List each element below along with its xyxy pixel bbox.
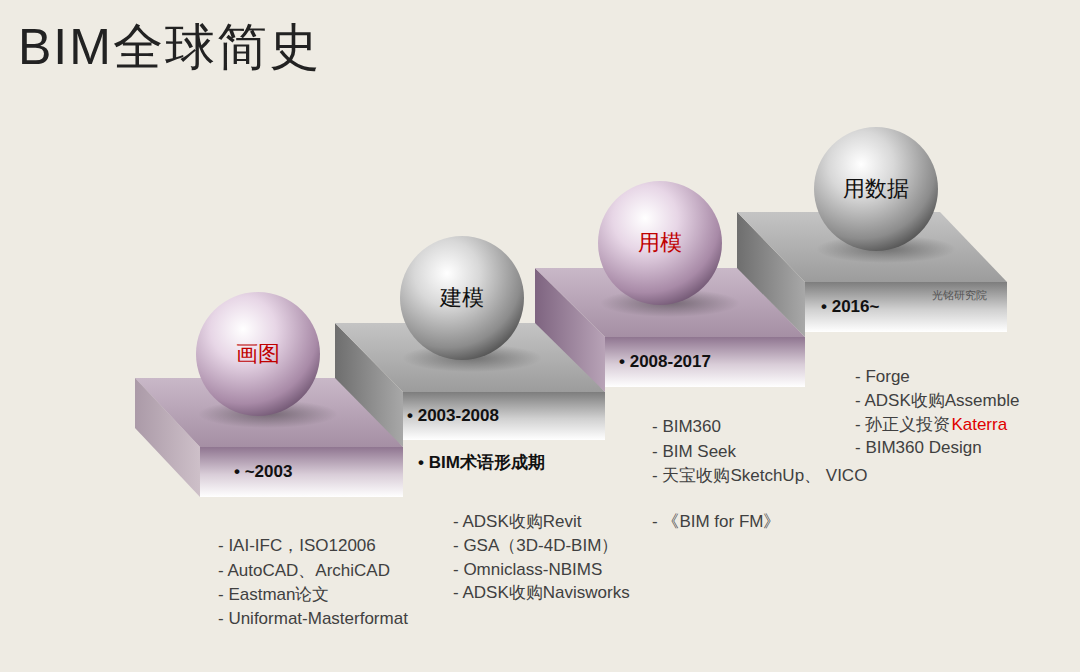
stage-name: 建模 — [440, 283, 484, 313]
event-item: - Forge — [855, 366, 910, 388]
event-item: - 《BIM for FM》 — [652, 511, 780, 533]
step-front: • 2008-2017 — [605, 337, 805, 387]
event-item: - ADSK收购Assemble — [855, 390, 1019, 412]
stage-name: 用模 — [638, 228, 682, 258]
event-item: - Omniclass-NBIMS — [453, 559, 602, 581]
event-item: - AutoCAD、ArchiCAD — [218, 560, 390, 582]
event-item: - BIM Seek — [652, 441, 736, 463]
step-face — [200, 447, 403, 497]
stage-name: 用数据 — [843, 174, 909, 204]
page-title: BIM全球简史 — [18, 14, 321, 81]
step-front: • 2003-2008 — [403, 392, 605, 440]
stage-sphere: 画图 — [196, 292, 320, 416]
event-item: - Eastman论文 — [218, 584, 329, 606]
stage-sphere: 用数据 — [814, 127, 938, 251]
period-label: • 2003-2008 — [407, 406, 499, 426]
watermark: 光铭研究院 — [932, 288, 987, 302]
stage-name: 画图 — [236, 339, 280, 369]
event-item: - 孙正义投资 — [855, 414, 950, 436]
period-label: • 2016~ — [821, 297, 879, 317]
stage-sphere: 建模 — [400, 236, 524, 360]
step-front: • ~2003 — [200, 447, 403, 497]
event-item: - ADSK收购Navisworks — [453, 582, 630, 604]
event-item: - Uniformat-Masterformat — [218, 608, 408, 630]
stage-sphere: 用模 — [598, 181, 722, 305]
event-item: - IAI-IFC，ISO12006 — [218, 535, 376, 557]
period-label: • 2008-2017 — [619, 352, 711, 372]
event-item: - 天宝收购SketchUp、 VICO — [652, 465, 869, 487]
period-note: • BIM术语形成期 — [418, 452, 545, 474]
event-item: - ADSK收购Revit — [453, 511, 581, 533]
event-item: - BIM360 — [652, 416, 721, 438]
event-item: - BIM360 Design — [855, 437, 982, 459]
event-item: Katerra — [951, 414, 1007, 436]
period-label: • ~2003 — [234, 462, 292, 482]
event-item: - GSA（3D-4D-BIM） — [453, 535, 618, 557]
